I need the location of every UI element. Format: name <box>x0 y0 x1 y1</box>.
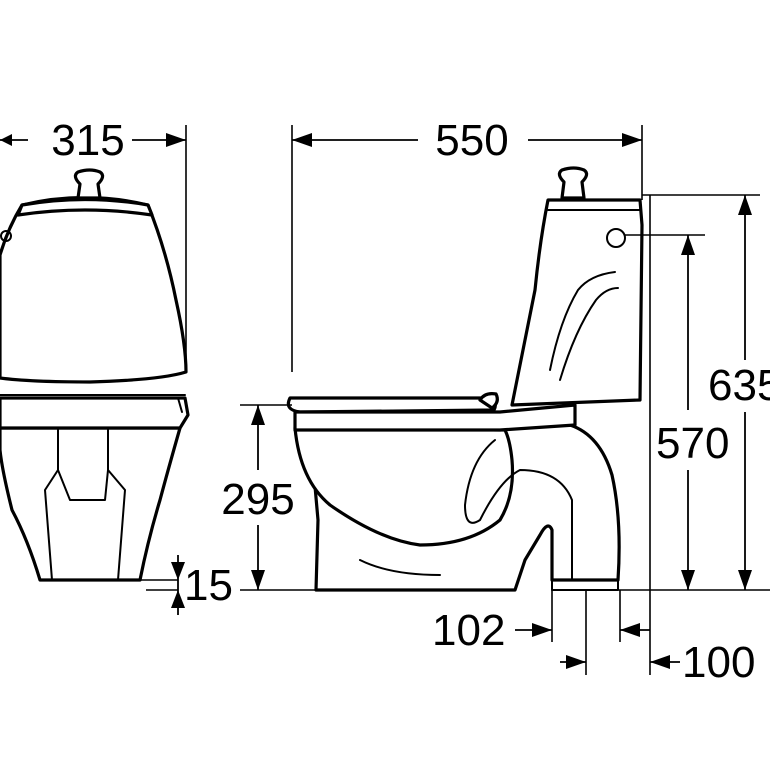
dim-outlet-to-wall: 100 <box>560 590 755 687</box>
side-outlet-pipe <box>551 579 619 591</box>
side-bowl-inner <box>359 559 441 576</box>
side-view <box>286 166 644 592</box>
total-height-label: 635 <box>708 361 770 410</box>
outlet-icon <box>606 228 626 248</box>
outlet-to-wall-label: 100 <box>682 638 755 687</box>
side-cistern-contour-2 <box>559 287 619 381</box>
dim-seat-height: 295 <box>221 404 316 591</box>
foot-height-label: 15 <box>184 561 233 610</box>
dim-front-width: 315 <box>0 116 187 372</box>
dim-foot-height: 15 <box>140 555 233 615</box>
side-rim <box>293 403 577 432</box>
front-view <box>0 168 190 582</box>
front-cistern <box>0 195 188 384</box>
seat-height-label: 295 <box>221 475 294 524</box>
side-hinge <box>478 392 499 410</box>
front-lid <box>16 197 154 217</box>
dim-total-height: 635 <box>642 194 770 590</box>
total-depth-label: 550 <box>435 116 508 165</box>
front-trap <box>57 469 109 501</box>
front-hinge <box>149 397 183 413</box>
front-bowl <box>0 426 182 582</box>
side-flush-button-icon <box>557 166 589 200</box>
outlet-height-label: 570 <box>656 419 729 468</box>
front-width-label: 315 <box>51 116 124 165</box>
side-cistern <box>510 198 644 407</box>
dim-outlet-width: 102 <box>432 590 650 655</box>
dim-total-depth: 550 <box>291 116 643 372</box>
side-trap <box>464 439 573 581</box>
flush-button-icon <box>73 168 105 200</box>
side-bowl <box>293 426 515 547</box>
side-cistern-contour <box>549 271 616 371</box>
front-seat <box>0 396 190 430</box>
side-seat <box>286 396 497 414</box>
lever-icon <box>0 230 12 242</box>
outlet-width-label: 102 <box>432 606 505 655</box>
